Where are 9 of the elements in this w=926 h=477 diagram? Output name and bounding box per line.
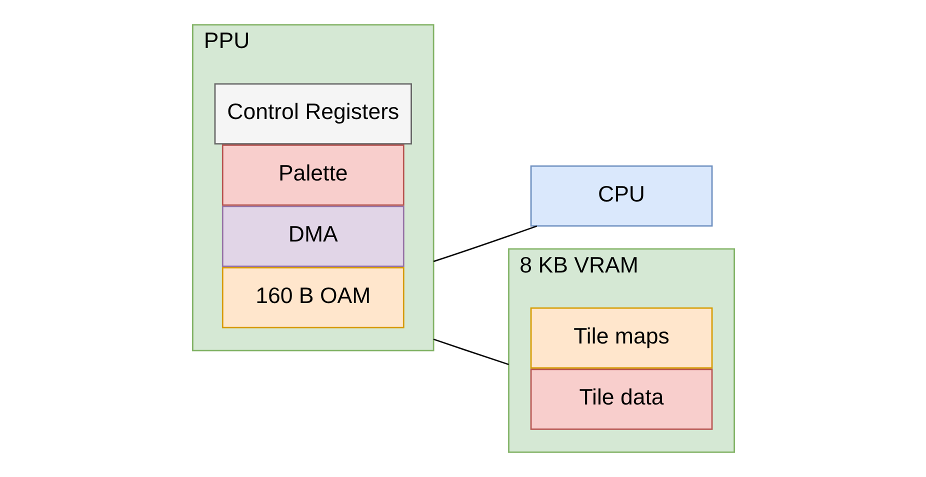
node-box: Tile data [530, 368, 712, 430]
node-box: Control Registers [214, 83, 412, 145]
connector [432, 338, 508, 366]
connector [432, 225, 537, 262]
node-box: CPU [530, 165, 712, 227]
node-box: Tile maps [530, 307, 712, 369]
node-box: DMA [221, 206, 404, 268]
node-box: 160 B OAM [221, 267, 404, 328]
node-box: Palette [221, 144, 404, 206]
